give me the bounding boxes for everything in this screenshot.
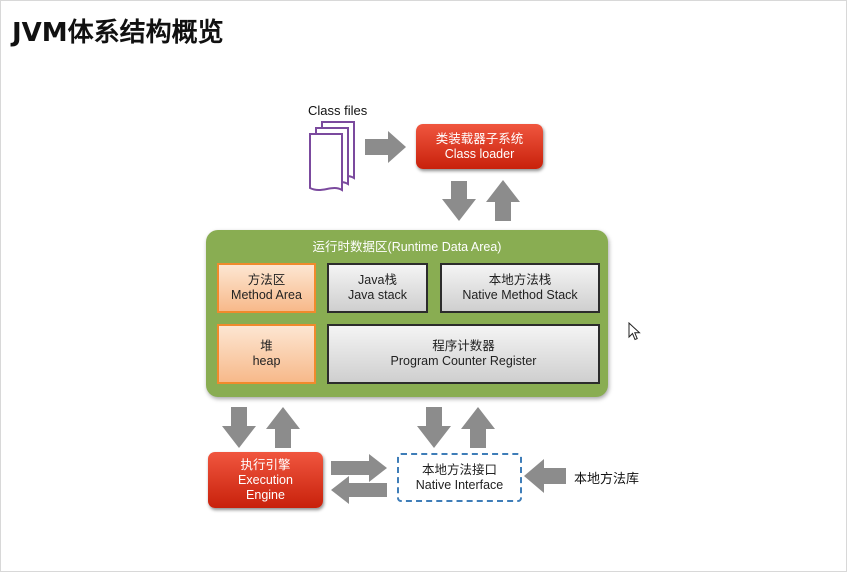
java-stack-box: Java栈 Java stack [327, 263, 428, 313]
native-method-stack-box: 本地方法栈 Native Method Stack [440, 263, 600, 313]
native-method-stack-zh: 本地方法栈 [488, 273, 552, 287]
heap-box: 堆 heap [217, 324, 316, 384]
execution-engine-en-2: Engine [246, 487, 285, 502]
native-interface-box: 本地方法接口 Native Interface [397, 453, 522, 502]
method-area-box: 方法区 Method Area [217, 263, 316, 313]
arrow-native-to-runtime [461, 407, 495, 448]
pc-register-box: 程序计数器 Program Counter Register [327, 324, 600, 384]
pc-register-en: Program Counter Register [390, 354, 537, 368]
native-interface-zh: 本地方法接口 [421, 462, 497, 477]
class-files-icon [309, 121, 355, 192]
arrow-runtime-to-native [417, 407, 451, 448]
java-stack-en: Java stack [347, 288, 408, 302]
class-loader-title-zh: 类装载器子系统 [435, 131, 524, 146]
class-files-label: Class files [308, 103, 368, 118]
page-title: JVM体系结构概览 [12, 18, 224, 48]
class-loader-title-en: Class loader [444, 146, 515, 161]
execution-engine-box: 执行引擎 Execution Engine [208, 452, 323, 508]
arrow-engine-to-runtime [266, 407, 300, 448]
native-method-stack-en: Native Method Stack [462, 288, 578, 302]
arrow-runtime-up [486, 180, 520, 221]
arrow-files-to-loader [365, 131, 406, 163]
arrow-native-to-engine [331, 476, 387, 504]
method-area-zh: 方法区 [247, 273, 286, 287]
arrow-runtime-to-engine [222, 407, 256, 448]
runtime-data-area-title: 运行时数据区(Runtime Data Area) [312, 240, 502, 254]
native-interface-en: Native Interface [415, 477, 504, 492]
native-library-label: 本地方法库 [574, 471, 640, 486]
method-area-en: Method Area [231, 288, 302, 302]
class-loader-box: 类装载器子系统 Class loader [416, 124, 543, 169]
execution-engine-en-1: Execution [238, 472, 293, 487]
pc-register-zh: 程序计数器 [432, 339, 495, 353]
mouse-cursor-icon [628, 322, 641, 341]
arrow-loader-down [442, 181, 476, 221]
java-stack-zh: Java栈 [358, 273, 397, 287]
arrow-library-to-native [524, 459, 566, 493]
arrow-engine-to-native [331, 454, 387, 482]
heap-en: heap [252, 354, 281, 368]
execution-engine-zh: 执行引擎 [240, 457, 291, 472]
heap-zh: 堆 [260, 339, 273, 353]
